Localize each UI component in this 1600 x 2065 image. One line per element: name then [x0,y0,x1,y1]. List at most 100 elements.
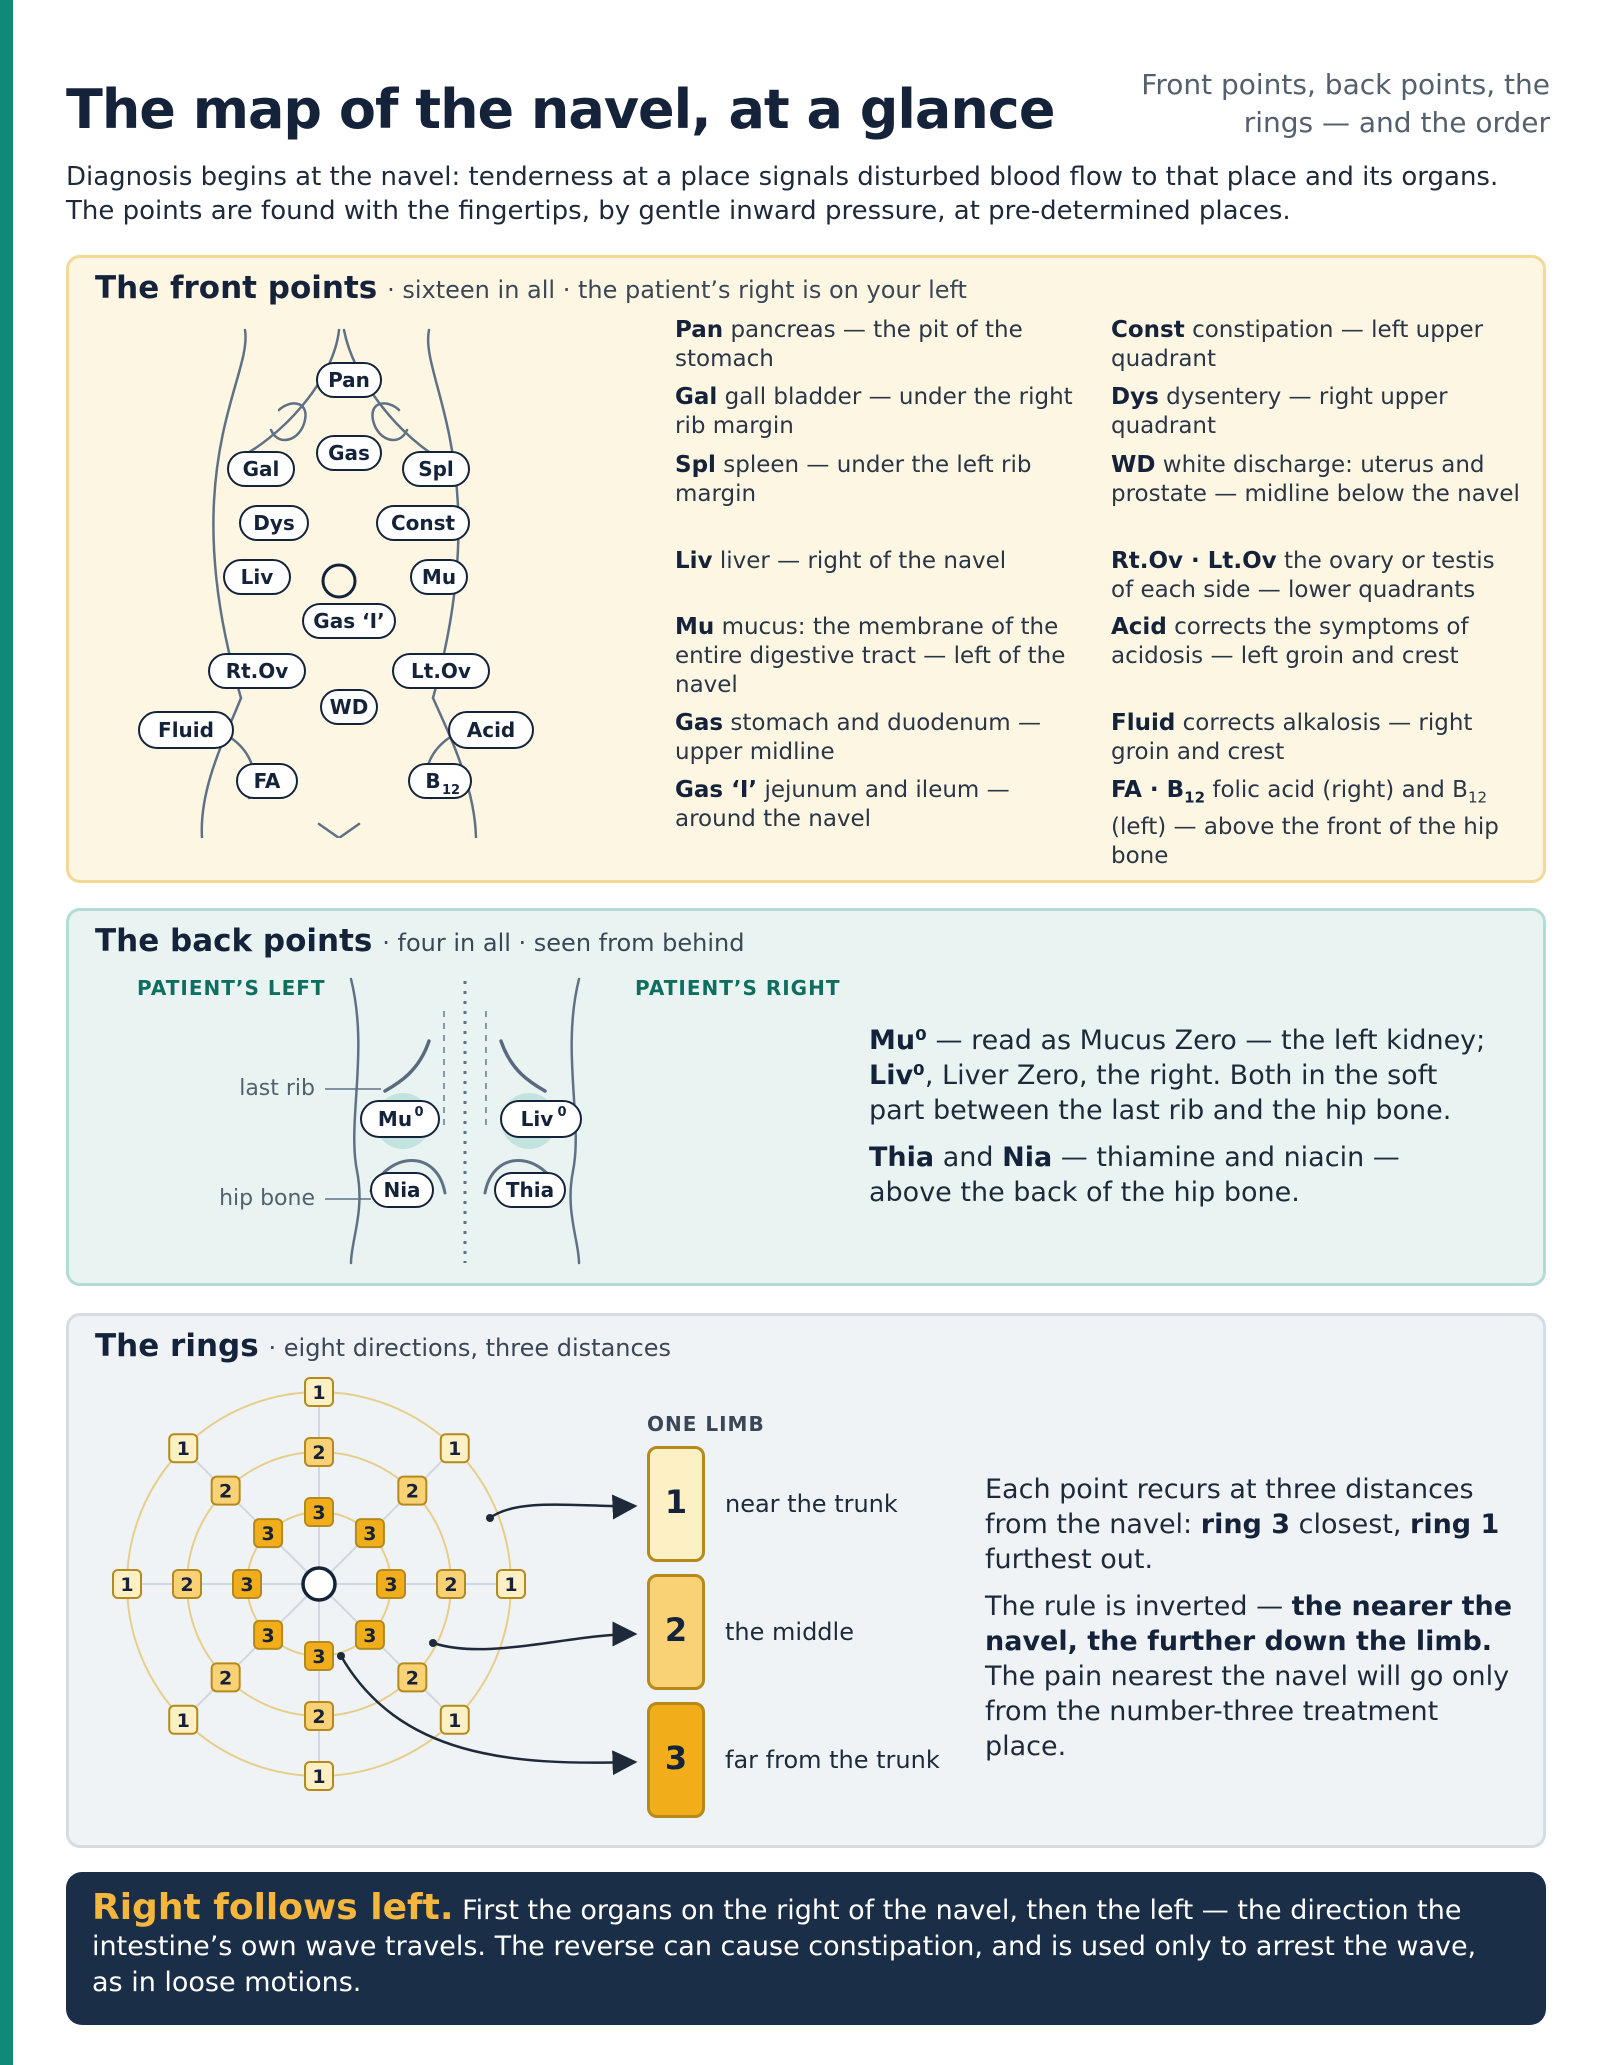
svg-text:Mu: Mu [422,565,456,589]
legend-spl: Spl spleen — under the left rib margin [675,452,1032,507]
front-torso-diagram [179,328,501,838]
svg-text:3: 3 [384,1574,397,1596]
svg-text:3: 3 [312,1646,325,1668]
front-points-panel: The front points · sixteen in all · the … [66,255,1546,883]
ring-1-point: 1 [112,1569,142,1599]
svg-text:Thia: Thia [506,1178,554,1202]
ring-1-point: 1 [304,1377,334,1407]
ring-3-point: 3 [232,1569,262,1599]
footer-callout: Right follows left. First the organs on … [66,1872,1546,2025]
legend-gal: Gal gall bladder — under the right rib m… [675,384,1073,439]
navel-marker [321,563,357,599]
point-nia: Nia [370,1172,434,1208]
point-acid: Acid [448,711,534,749]
back-points-panel: The back points · four in all · seen fro… [66,908,1546,1286]
limb-segment-2: 2 [647,1574,705,1690]
svg-text:FA: FA [254,769,281,793]
legend-liv: Liv liver — right of the navel [675,548,1007,574]
svg-text:B: B [425,769,440,793]
svg-text:12: 12 [442,783,460,798]
limb-label-1: near the trunk [725,1490,898,1518]
legend-dys: Dys dysentery — right upper quadrant [1111,384,1448,439]
point-liv: Liv [223,559,291,595]
svg-text:2: 2 [312,1706,325,1728]
svg-text:Pan: Pan [328,368,370,392]
limb-segment-1: 1 [647,1446,705,1562]
svg-text:1: 1 [177,1710,190,1732]
svg-text:0: 0 [414,1105,423,1120]
svg-text:2: 2 [312,1442,325,1464]
limb-label-2: the middle [725,1618,854,1646]
svg-text:2: 2 [180,1574,193,1596]
svg-text:Rt.Ov: Rt.Ov [226,659,289,683]
ring-1-point: 1 [304,1761,334,1791]
svg-text:Liv: Liv [241,565,274,589]
point-gal: Gal [227,451,295,487]
svg-text:1: 1 [120,1574,133,1596]
ring-3-point: 3 [354,1619,385,1650]
legend-pan: Pan pancreas — the pit of the stomach [675,317,1023,372]
svg-text:2: 2 [406,1481,419,1503]
ring-3-point: 3 [376,1569,406,1599]
limb-label-3: far from the trunk [725,1746,940,1774]
svg-text:Gas ‘I’: Gas ‘I’ [313,609,384,633]
svg-text:Fluid: Fluid [158,718,214,742]
front-points-heading: The front points · sixteen in all · the … [95,270,967,306]
back-diagram: PATIENT’S LEFT PATIENT’S RIGHT last rib … [137,976,840,1265]
back-paragraph-1: Mu⁰ — read as Mucus Zero — the left kidn… [869,1025,1486,1126]
svg-text:Gal: Gal [243,457,280,481]
ring-1-point: 1 [496,1569,526,1599]
point-rt-ov: Rt.Ov [208,653,306,689]
rings-arrows [337,1494,638,1776]
svg-text:1: 1 [312,1766,325,1788]
one-limb-caption: ONE LIMB [647,1412,765,1436]
rings-panel: The rings · eight directions, three dist… [66,1313,1546,1848]
point-thia: Thia [494,1172,566,1208]
rings-paragraph-2: The rule is inverted — the nearer the na… [985,1591,1513,1762]
patients-right-caption: PATIENT’S RIGHT [635,976,840,1000]
point-wd: WD [320,689,378,725]
intro-paragraph: Diagnosis begins at the navel: tendernes… [66,162,1499,226]
footer-lead: Right follows left. [92,1887,454,1928]
legend-ovary: Rt.Ov · Lt.Ov the ovary or testis of eac… [1111,548,1495,603]
point-lt-ov: Lt.Ov [392,653,490,689]
svg-text:Spl: Spl [418,457,454,481]
page-tagline: Front points, back points, the rings — a… [1141,68,1550,139]
ring-3-point: 3 [304,1641,334,1671]
ring-1-point: 1 [439,1704,470,1735]
point-gas-i: Gas ‘I’ [302,603,396,639]
ring-3-point: 3 [354,1518,385,1549]
svg-text:Const: Const [391,511,456,535]
svg-text:2: 2 [219,1481,232,1503]
ring-1-point: 1 [439,1433,470,1464]
svg-text:0: 0 [557,1105,566,1120]
point-fa: FA [236,763,298,799]
page-title: The map of the navel, at a glance [66,78,1055,141]
ring-2-point: 2 [397,1475,428,1506]
ring-2-point: 2 [304,1437,334,1467]
ring-3-point: 3 [304,1497,334,1527]
accent-bar [0,0,13,2065]
point-spl: Spl [402,451,470,487]
svg-text:3: 3 [363,1523,376,1545]
point-fluid: Fluid [138,711,234,749]
svg-text:1: 1 [504,1574,517,1596]
svg-text:Liv: Liv [521,1107,554,1131]
svg-text:Acid: Acid [467,718,516,742]
ring-1-point: 1 [168,1433,199,1464]
ring-1-point: 1 [168,1704,199,1735]
back-paragraph-2: Thia and Nia — thiamine and niacin — abo… [869,1142,1400,1208]
last-rib-label: last rib [239,1076,315,1101]
back-points-heading: The back points · four in all · seen fro… [95,923,745,959]
legend-const: Const constipation — left upper quadrant [1111,317,1484,372]
back-description: Mu⁰ — read as Mucus Zero — the left kidn… [869,1023,1489,1210]
svg-text:2: 2 [444,1574,457,1596]
point-mu: Mu [410,559,468,595]
front-point-labels: Pan Gas Gal Spl Dys Const Liv Mu Gas ‘I’… [138,362,534,799]
rings-heading: The rings · eight directions, three dist… [95,1328,671,1364]
rings-description: Each point recurs at three distances fro… [985,1472,1525,1764]
legend-wd: WD white discharge: uterus and prostate … [1111,452,1520,507]
legend-fa-b12: FA · B12 folic acid (right) and B12 (lef… [1111,777,1499,869]
